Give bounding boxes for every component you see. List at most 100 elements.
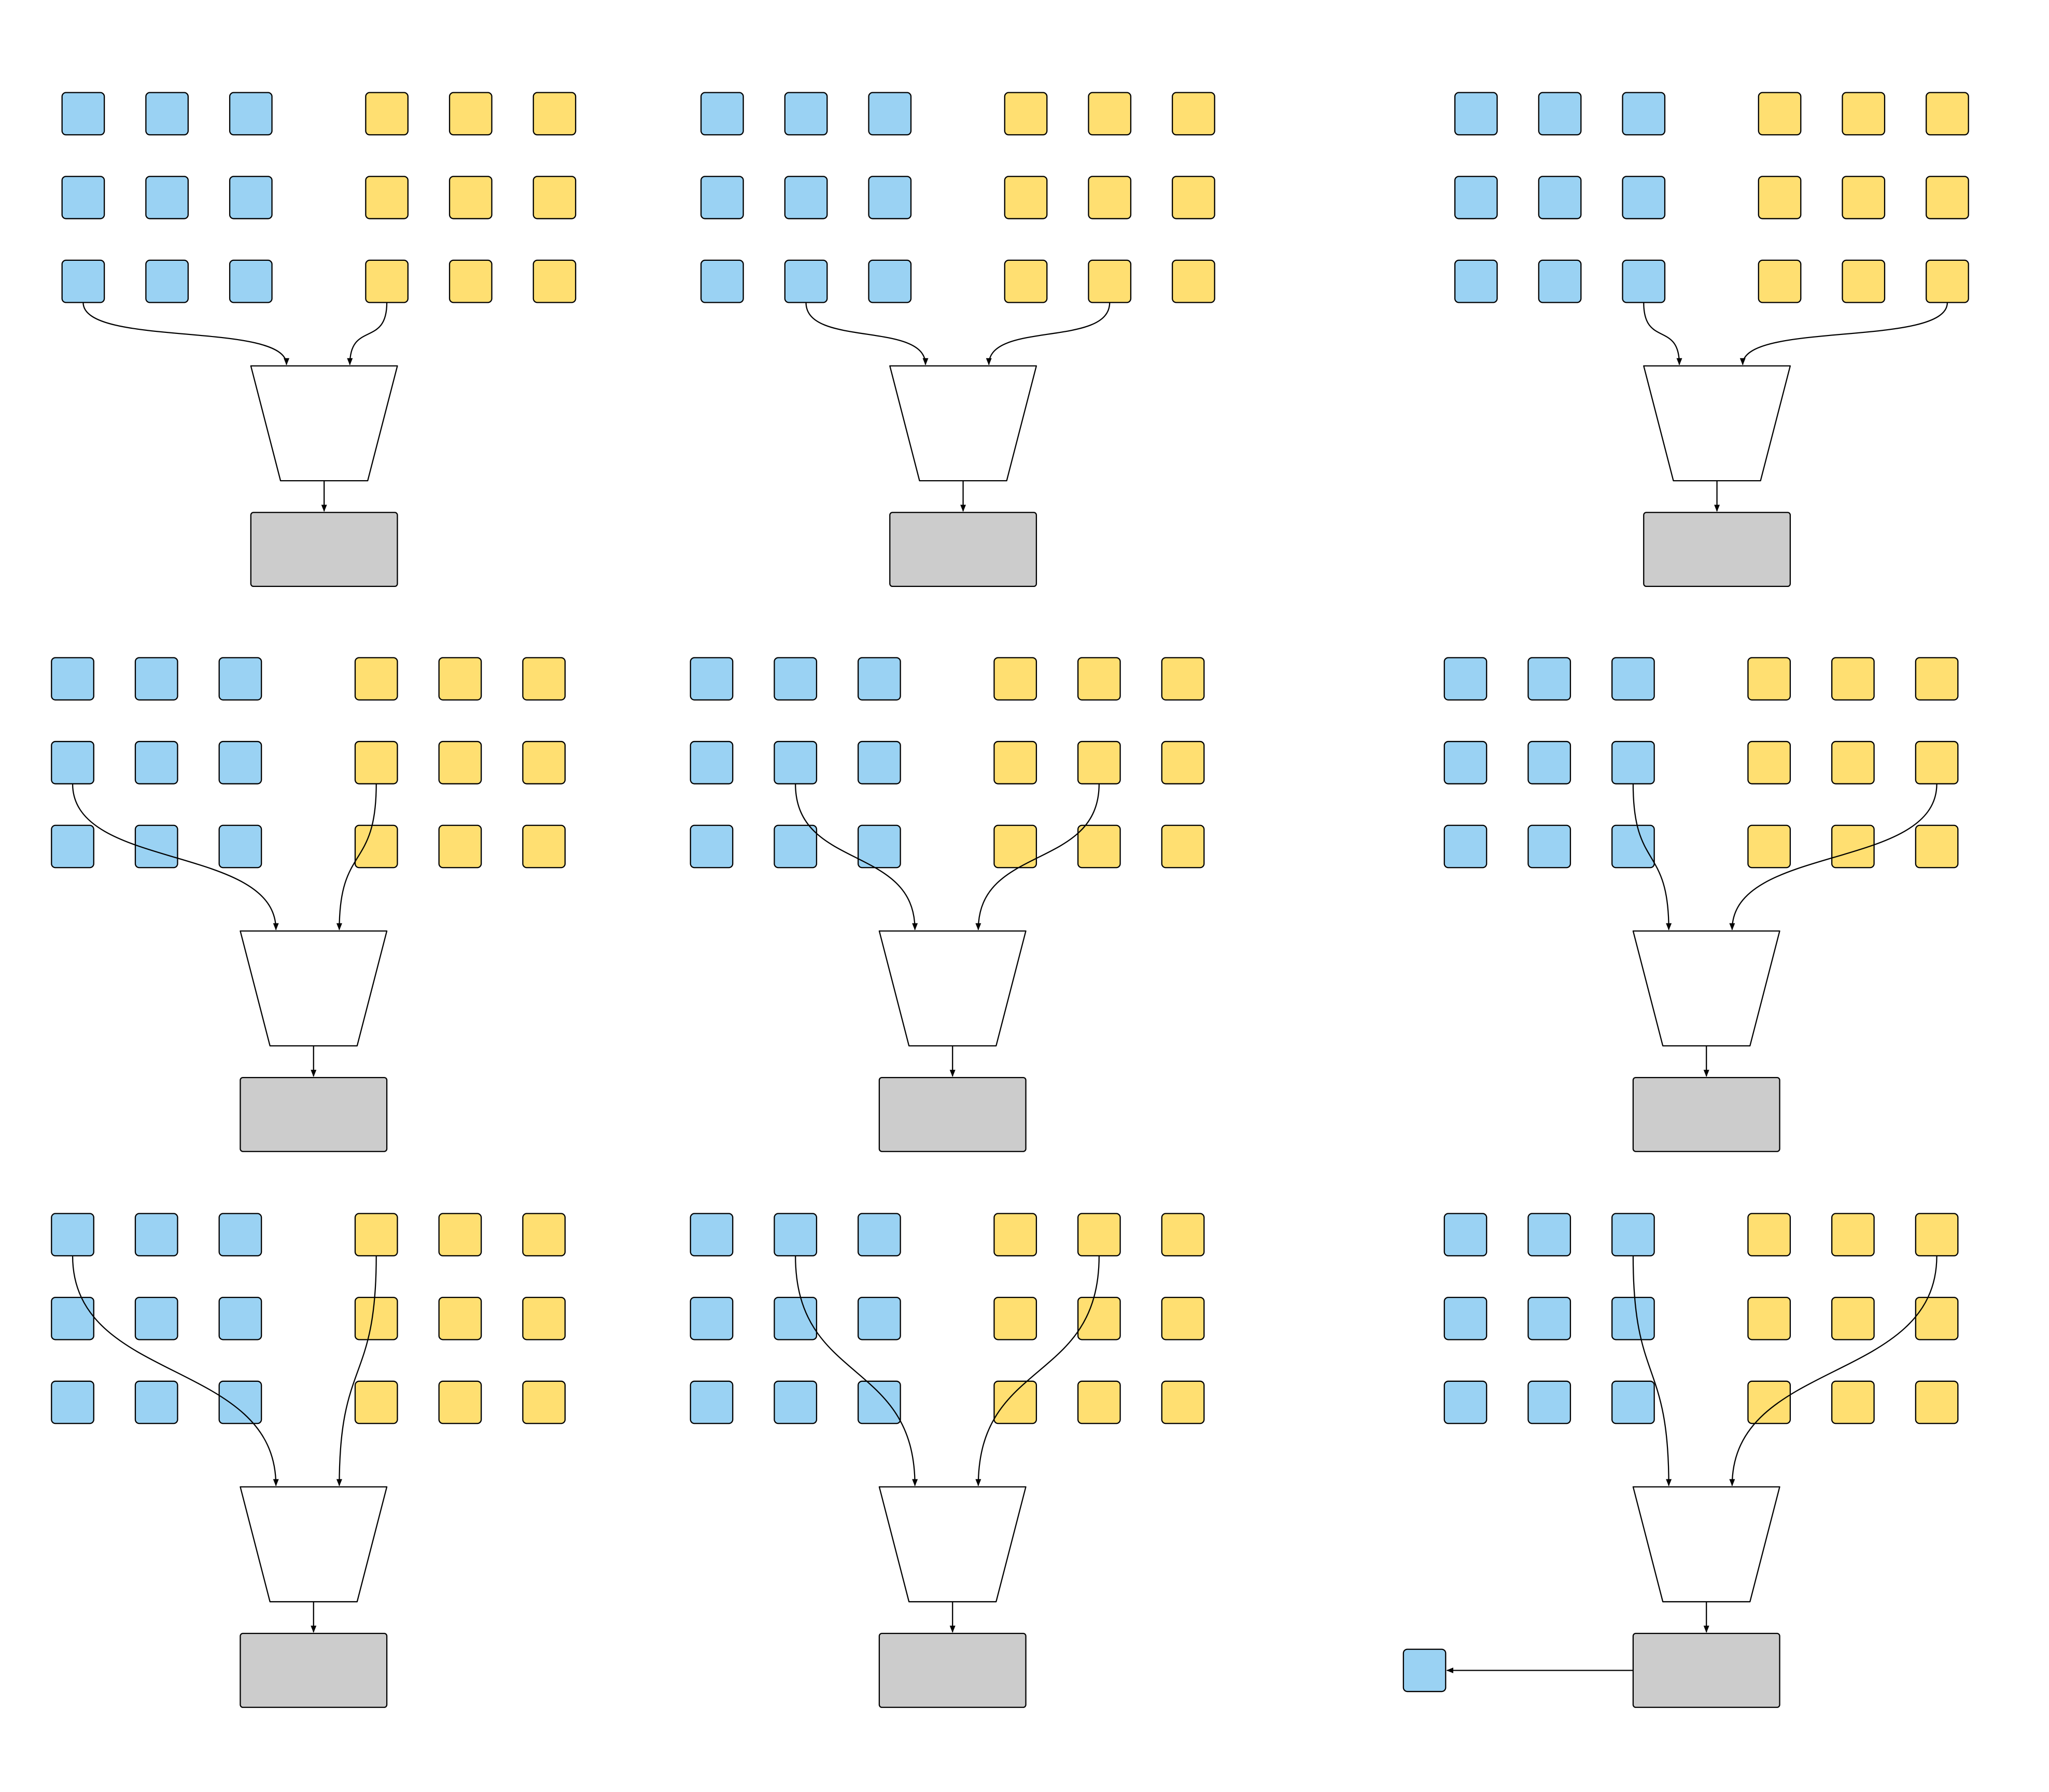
yellow-square — [993, 1296, 1037, 1340]
panel-r2c1 — [51, 657, 566, 1152]
yellow-square — [438, 1380, 482, 1424]
blue-square — [784, 176, 828, 219]
yellow-square — [1915, 740, 1959, 785]
yellow-connector — [347, 302, 388, 366]
blue-square — [690, 657, 734, 701]
yellow-square — [1088, 92, 1132, 136]
yellow-square — [448, 176, 493, 219]
blue-square — [774, 824, 818, 869]
blue-square — [858, 740, 901, 785]
yellow-square — [1831, 1213, 1875, 1257]
yellow-square — [1161, 1380, 1205, 1424]
blue-square — [1527, 1380, 1571, 1424]
panel-r2c3 — [1443, 657, 1959, 1152]
yellow-square — [993, 740, 1037, 785]
yellow-square — [522, 824, 566, 869]
blue-square — [1443, 740, 1487, 785]
blue-square — [218, 740, 262, 785]
blue-square — [1443, 824, 1487, 869]
blue-square — [145, 259, 189, 303]
yellow-square — [448, 259, 493, 303]
yellow-square — [1842, 92, 1886, 136]
blue-square — [134, 740, 178, 785]
yellow-square — [1758, 92, 1802, 136]
blue-square — [1622, 92, 1666, 136]
yellow-square — [1172, 176, 1215, 219]
yellow-square — [354, 740, 398, 785]
blue-square — [690, 1213, 734, 1257]
output-block — [250, 512, 398, 587]
blue-square — [1611, 740, 1655, 785]
panel-r2c2 — [690, 657, 1205, 1152]
blue-square — [1443, 1380, 1487, 1424]
blue-square — [858, 1213, 901, 1257]
blue-square — [218, 657, 262, 701]
blue-square — [229, 176, 273, 219]
yellow-square — [1831, 657, 1875, 701]
yellow-square — [522, 657, 566, 701]
yellow-square — [1842, 259, 1886, 303]
blue-square — [51, 657, 94, 701]
blue-square — [1538, 176, 1582, 219]
blue-square — [1622, 259, 1666, 303]
panel-r3c2 — [690, 1213, 1205, 1708]
blue-square — [858, 657, 901, 701]
blue-square — [1454, 92, 1498, 136]
yellow-square — [993, 1213, 1037, 1257]
yellow-square — [1831, 1296, 1875, 1340]
blue-square — [1527, 1213, 1571, 1257]
yellow-square — [1077, 1213, 1121, 1257]
yellow-square — [1004, 176, 1048, 219]
funnel-shape — [1643, 365, 1791, 482]
output-square — [1402, 1648, 1447, 1692]
blue-square — [145, 176, 189, 219]
yellow-square — [438, 1296, 482, 1340]
blue-square — [690, 1380, 734, 1424]
funnel-shape — [878, 1486, 1027, 1603]
blue-connector — [805, 302, 929, 366]
yellow-square — [1747, 1296, 1791, 1340]
yellow-square — [1758, 176, 1802, 219]
yellow-square — [1747, 824, 1791, 869]
blue-square — [868, 176, 912, 219]
blue-square — [145, 92, 189, 136]
blue-square — [134, 1380, 178, 1424]
yellow-connector — [975, 783, 1100, 931]
yellow-square — [1915, 1213, 1959, 1257]
blue-square — [1538, 259, 1582, 303]
yellow-connector — [1739, 302, 1948, 366]
blue-square — [700, 92, 744, 136]
blue-square — [61, 176, 105, 219]
output-block — [1632, 1633, 1780, 1708]
yellow-square — [438, 1213, 482, 1257]
blue-connector — [72, 783, 279, 931]
blue-square — [690, 824, 734, 869]
blue-square — [229, 92, 273, 136]
yellow-connector — [336, 783, 377, 931]
yellow-square — [1004, 92, 1048, 136]
blue-square — [61, 259, 105, 303]
blue-square — [1611, 1213, 1655, 1257]
blue-square — [858, 1380, 901, 1424]
yellow-square — [1842, 176, 1886, 219]
yellow-square — [1161, 740, 1205, 785]
yellow-square — [1915, 824, 1959, 869]
yellow-square — [448, 92, 493, 136]
blue-square — [1527, 1296, 1571, 1340]
blue-square — [51, 1380, 94, 1424]
blue-square — [134, 1296, 178, 1340]
yellow-connector — [986, 302, 1111, 366]
blue-connector — [1632, 783, 1672, 931]
blue-connector — [795, 783, 918, 931]
yellow-square — [1077, 1380, 1121, 1424]
yellow-square — [365, 92, 409, 136]
yellow-square — [354, 1213, 398, 1257]
yellow-square — [1088, 176, 1132, 219]
blue-square — [1611, 1380, 1655, 1424]
blue-square — [774, 1296, 818, 1340]
blue-square — [1454, 259, 1498, 303]
yellow-square — [1088, 259, 1132, 303]
blue-square — [1443, 657, 1487, 701]
yellow-square — [1926, 176, 1969, 219]
blue-connector — [1643, 302, 1682, 366]
